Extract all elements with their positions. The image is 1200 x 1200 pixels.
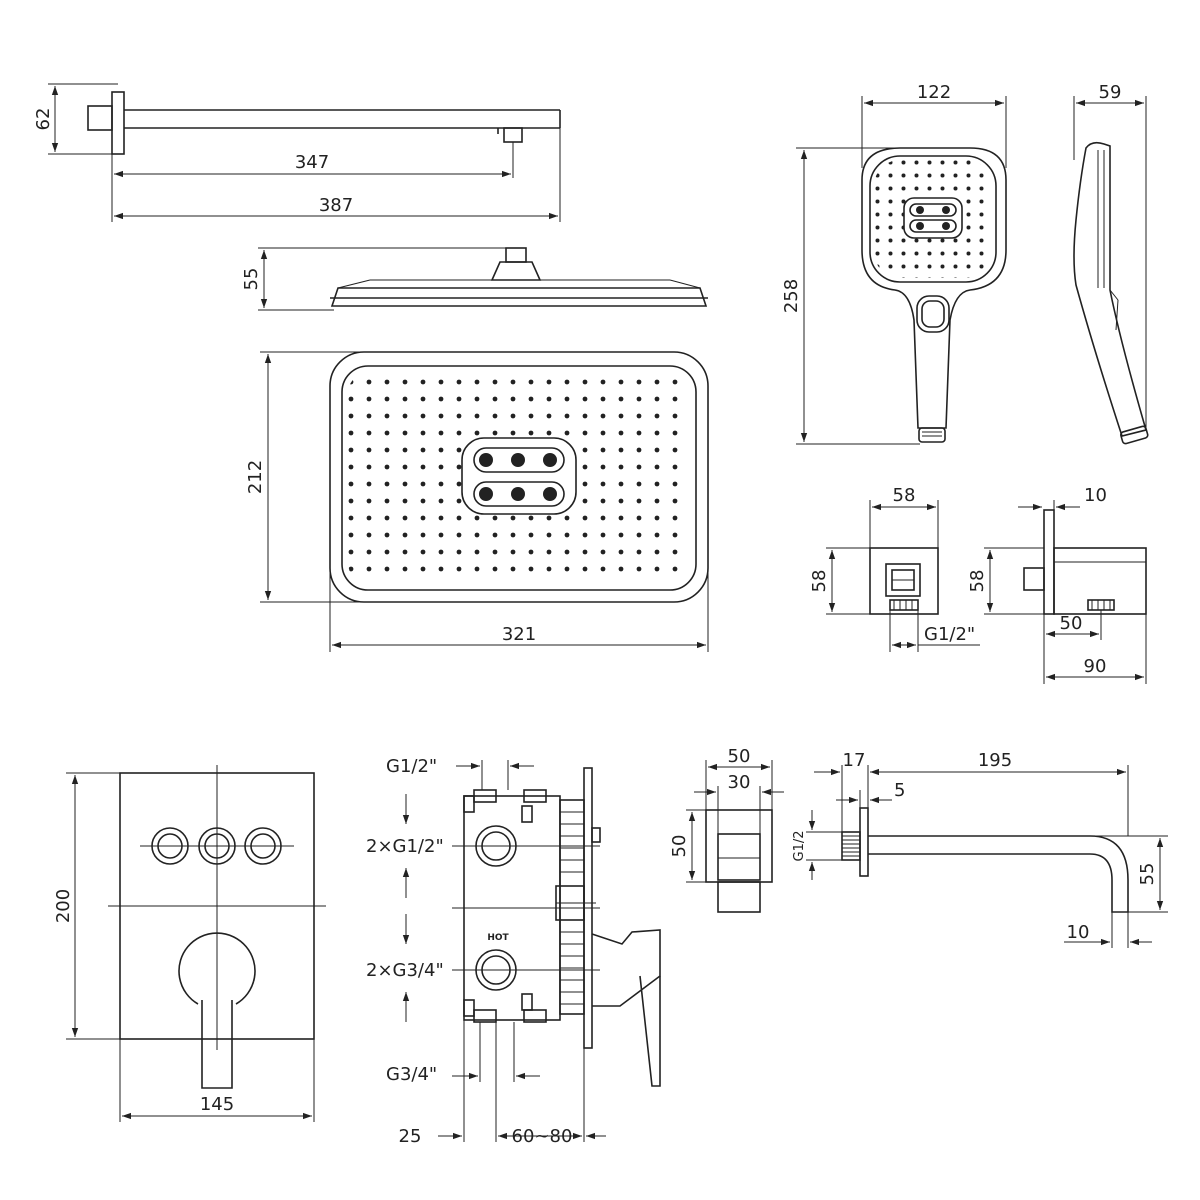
dim-spout-tip: 10 xyxy=(1067,922,1090,943)
dim-block-height: 50 xyxy=(669,835,690,858)
arm-head-connector xyxy=(503,127,523,143)
outlet-block-view: 50 30 50 xyxy=(669,746,784,913)
dim-plate-width: 145 xyxy=(200,1094,234,1115)
spout-pipe xyxy=(868,835,1129,913)
rain-head-face-view: 212 321 xyxy=(245,351,709,652)
rain-head-connector xyxy=(505,247,527,263)
dim-valve-offset: 25 xyxy=(399,1126,422,1147)
dim-install-depth: 60~80 xyxy=(512,1126,573,1147)
dim-hand-thickness: 59 xyxy=(1099,82,1122,103)
arm-wall-block xyxy=(87,105,113,131)
dim-hand-length: 258 xyxy=(781,279,802,313)
rain-head-outer xyxy=(329,351,709,603)
dim-hand-width: 122 xyxy=(917,82,951,103)
valve-body-view: HOT G1/2" 2×G1/2" 2×G3/4" G3/4" 25 60~80 xyxy=(366,756,661,1147)
mixer-lever xyxy=(201,1000,233,1089)
dim-lower-side-thread: 2×G3/4" xyxy=(366,960,444,981)
dim-spout-wall: 5 xyxy=(894,780,905,801)
dim-bottom-thread: G3/4" xyxy=(386,1064,437,1085)
hand-shower-profile xyxy=(1073,141,1147,437)
dim-spout-drop: 55 xyxy=(1137,863,1158,886)
dim-spout-thread: G1/2 xyxy=(792,831,807,862)
spout-wall-flange xyxy=(859,807,869,877)
dim-rain-thickness: 55 xyxy=(241,268,262,291)
hand-shower-body xyxy=(861,147,1007,429)
dim-rain-depth: 212 xyxy=(245,460,266,494)
dim-outlet-height: 58 xyxy=(809,570,830,593)
dim-arm-height: 62 xyxy=(33,108,54,131)
dim-block-inner: 30 xyxy=(728,772,751,793)
dim-block-outer: 50 xyxy=(728,746,751,767)
outlet-front-plate xyxy=(869,547,939,615)
outlet-block-body xyxy=(705,809,773,883)
mixer-plate-view: 200 145 xyxy=(53,765,326,1122)
dim-plate-height: 200 xyxy=(53,889,74,923)
dim-outlet-offset: 50 xyxy=(1060,613,1083,634)
hand-shower-side-view: 59 xyxy=(1073,82,1149,445)
bath-spout-view: 17 195 5 G1/2 55 10 xyxy=(792,750,1168,948)
dim-upper-side-thread: 2×G1/2" xyxy=(366,836,444,857)
dim-outlet-thread: G1/2" xyxy=(924,624,975,645)
outlet-side-flange xyxy=(1043,509,1055,615)
mixer-handle-hub xyxy=(178,932,256,1005)
dim-outlet-total-depth: 90 xyxy=(1084,656,1107,677)
dim-arm-reach: 347 xyxy=(295,152,329,173)
dim-arm-length: 387 xyxy=(319,195,353,216)
dim-rain-width: 321 xyxy=(502,624,536,645)
dim-spout-reach: 195 xyxy=(978,750,1012,771)
valve-lever-side xyxy=(591,929,661,1007)
dim-outlet-flange: 10 xyxy=(1084,485,1107,506)
arm-wall-flange xyxy=(111,91,125,155)
wall-outlet-front-view: 58 58 G1/2" xyxy=(809,485,980,652)
wall-outlet-side-view: 10 58 50 90 xyxy=(967,485,1147,684)
dim-spout-flange: 17 xyxy=(843,750,866,771)
hot-label: HOT xyxy=(487,933,509,943)
hand-shower-front-view: 122 258 xyxy=(781,82,1007,445)
dim-outlet-width: 58 xyxy=(893,485,916,506)
shower-arm-view: 62 347 387 xyxy=(33,83,561,222)
dim-outlet-depth: 58 xyxy=(967,570,988,593)
rain-head-side-view: 55 xyxy=(241,247,708,311)
hand-shower-mode-button xyxy=(916,295,950,333)
dim-top-thread: G1/2" xyxy=(386,756,437,777)
